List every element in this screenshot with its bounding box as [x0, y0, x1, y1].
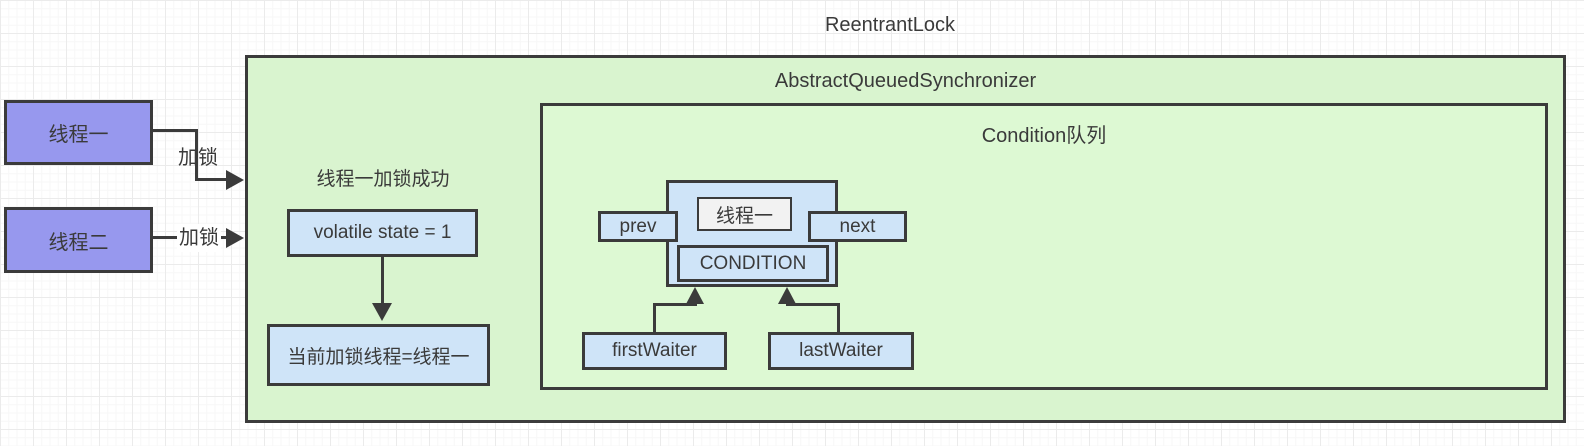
next-pointer-box: next: [808, 211, 907, 242]
arrowhead-down-icon: [372, 303, 392, 321]
next-pointer-label: next: [839, 215, 876, 237]
prev-pointer-box: prev: [598, 211, 678, 242]
thread-2-box: 线程二: [4, 207, 153, 273]
first-waiter-label: firstWaiter: [612, 340, 697, 361]
lastwaiter-connector-segment: [837, 303, 840, 332]
arrowhead-right-icon: [226, 228, 244, 248]
last-waiter-box: lastWaiter: [768, 332, 914, 370]
arrowhead-up-icon: [778, 287, 796, 304]
current-owner-label: 当前加锁线程=线程一: [287, 346, 470, 368]
last-waiter-label: lastWaiter: [799, 340, 883, 361]
volatile-state-box: volatile state = 1: [287, 209, 478, 257]
lock-edge-label-1: 加锁: [178, 147, 218, 169]
firstwaiter-connector-segment: [653, 303, 656, 332]
lock-edge-label-2: 加锁: [177, 224, 221, 252]
diagram-title: ReentrantLock: [824, 14, 956, 36]
arrowhead-up-icon: [686, 287, 704, 304]
thread-1-label: 线程一: [48, 124, 109, 146]
thread1-lock-connector-segment: [152, 129, 198, 132]
prev-pointer-label: prev: [619, 215, 657, 237]
condition-queue-title: Condition队列: [981, 125, 1107, 147]
arrowhead-right-icon: [226, 170, 244, 190]
volatile-state-label: volatile state = 1: [313, 222, 452, 243]
thread-2-label: 线程二: [48, 231, 109, 254]
first-waiter-box: firstWaiter: [582, 332, 727, 370]
thread1-lock-connector-segment: [195, 129, 198, 181]
condition-status-box: CONDITION: [677, 245, 829, 282]
aqs-title: AbstractQueuedSynchronizer: [774, 70, 1037, 92]
lastwaiter-connector-segment: [786, 303, 840, 306]
thread1-lock-connector-segment: [195, 178, 229, 181]
waiter-node-thread-box: 线程一: [697, 197, 792, 231]
current-owner-box: 当前加锁线程=线程一: [267, 324, 490, 386]
state-owner-connector-segment: [381, 256, 384, 306]
lock-success-text: 线程一加锁成功: [316, 169, 450, 190]
thread-1-box: 线程一: [4, 100, 153, 165]
firstwaiter-connector-segment: [653, 303, 697, 306]
waiter-node-thread-label: 线程一: [715, 205, 773, 227]
condition-status-label: CONDITION: [699, 252, 807, 274]
